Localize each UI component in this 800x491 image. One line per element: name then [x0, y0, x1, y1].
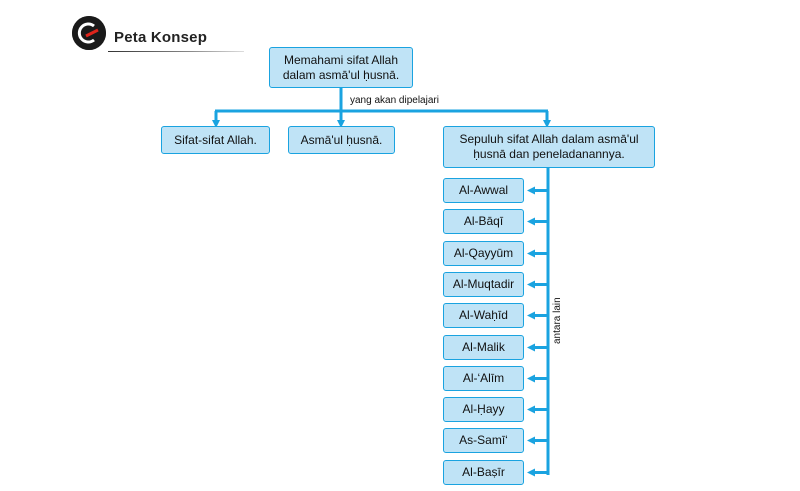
name-box: Al-Ḥayy — [443, 397, 524, 422]
name-box: Al-Muqtadir — [443, 272, 524, 297]
name-label: Al-Qayyūm — [453, 246, 514, 260]
name-box: Al-Baṣīr — [443, 460, 524, 485]
root-concept-text: Memahami sifat Allah dalam asmā'ul ḥusnā… — [282, 52, 400, 82]
name-box: Al-Waḥīd — [443, 303, 524, 328]
header-underline — [108, 51, 244, 52]
connector-label: yang akan dipelajari — [350, 95, 439, 106]
logo-icon — [72, 16, 106, 50]
name-box: Al-‘Alīm — [443, 366, 524, 391]
branch-box-sepuluh-sifat: Sepuluh sifat Allah dalam asmā'ul ḥusnā … — [443, 126, 655, 168]
branch-text-3: Sepuluh sifat Allah dalam asmā'ul ḥusnā … — [459, 132, 639, 161]
name-label: Al-Malik — [462, 340, 505, 354]
root-concept-box: Memahami sifat Allah dalam asmā'ul ḥusnā… — [269, 47, 413, 88]
branch-text-1: Sifat-sifat Allah. — [174, 132, 257, 147]
branch-box-sifat-sifat: Sifat-sifat Allah. — [161, 126, 270, 154]
name-box: Al-Awwal — [443, 178, 524, 203]
name-box: Al-Bāqī — [443, 209, 524, 234]
branch-box-asmaul-husna: Asmā'ul ḥusnā. — [288, 126, 395, 154]
name-label: Al-Ḥayy — [462, 402, 505, 416]
name-box: As-Samī‘ — [443, 428, 524, 453]
name-box: Al-Qayyūm — [443, 241, 524, 266]
name-label: Al-Muqtadir — [452, 277, 515, 291]
name-label: Al-‘Alīm — [462, 371, 505, 385]
name-label: Al-Baṣīr — [462, 465, 505, 479]
name-box: Al-Malik — [443, 335, 524, 360]
name-label: Al-Bāqī — [463, 214, 504, 228]
side-label: antara lain — [552, 297, 563, 344]
name-label: As-Samī‘ — [459, 433, 508, 447]
name-label: Al-Waḥīd — [459, 308, 508, 322]
page-title: Peta Konsep — [114, 29, 208, 46]
branch-text-2: Asmā'ul ḥusnā. — [300, 132, 383, 147]
concept-map-header: Peta Konsep — [72, 16, 262, 56]
name-label: Al-Awwal — [458, 183, 509, 197]
